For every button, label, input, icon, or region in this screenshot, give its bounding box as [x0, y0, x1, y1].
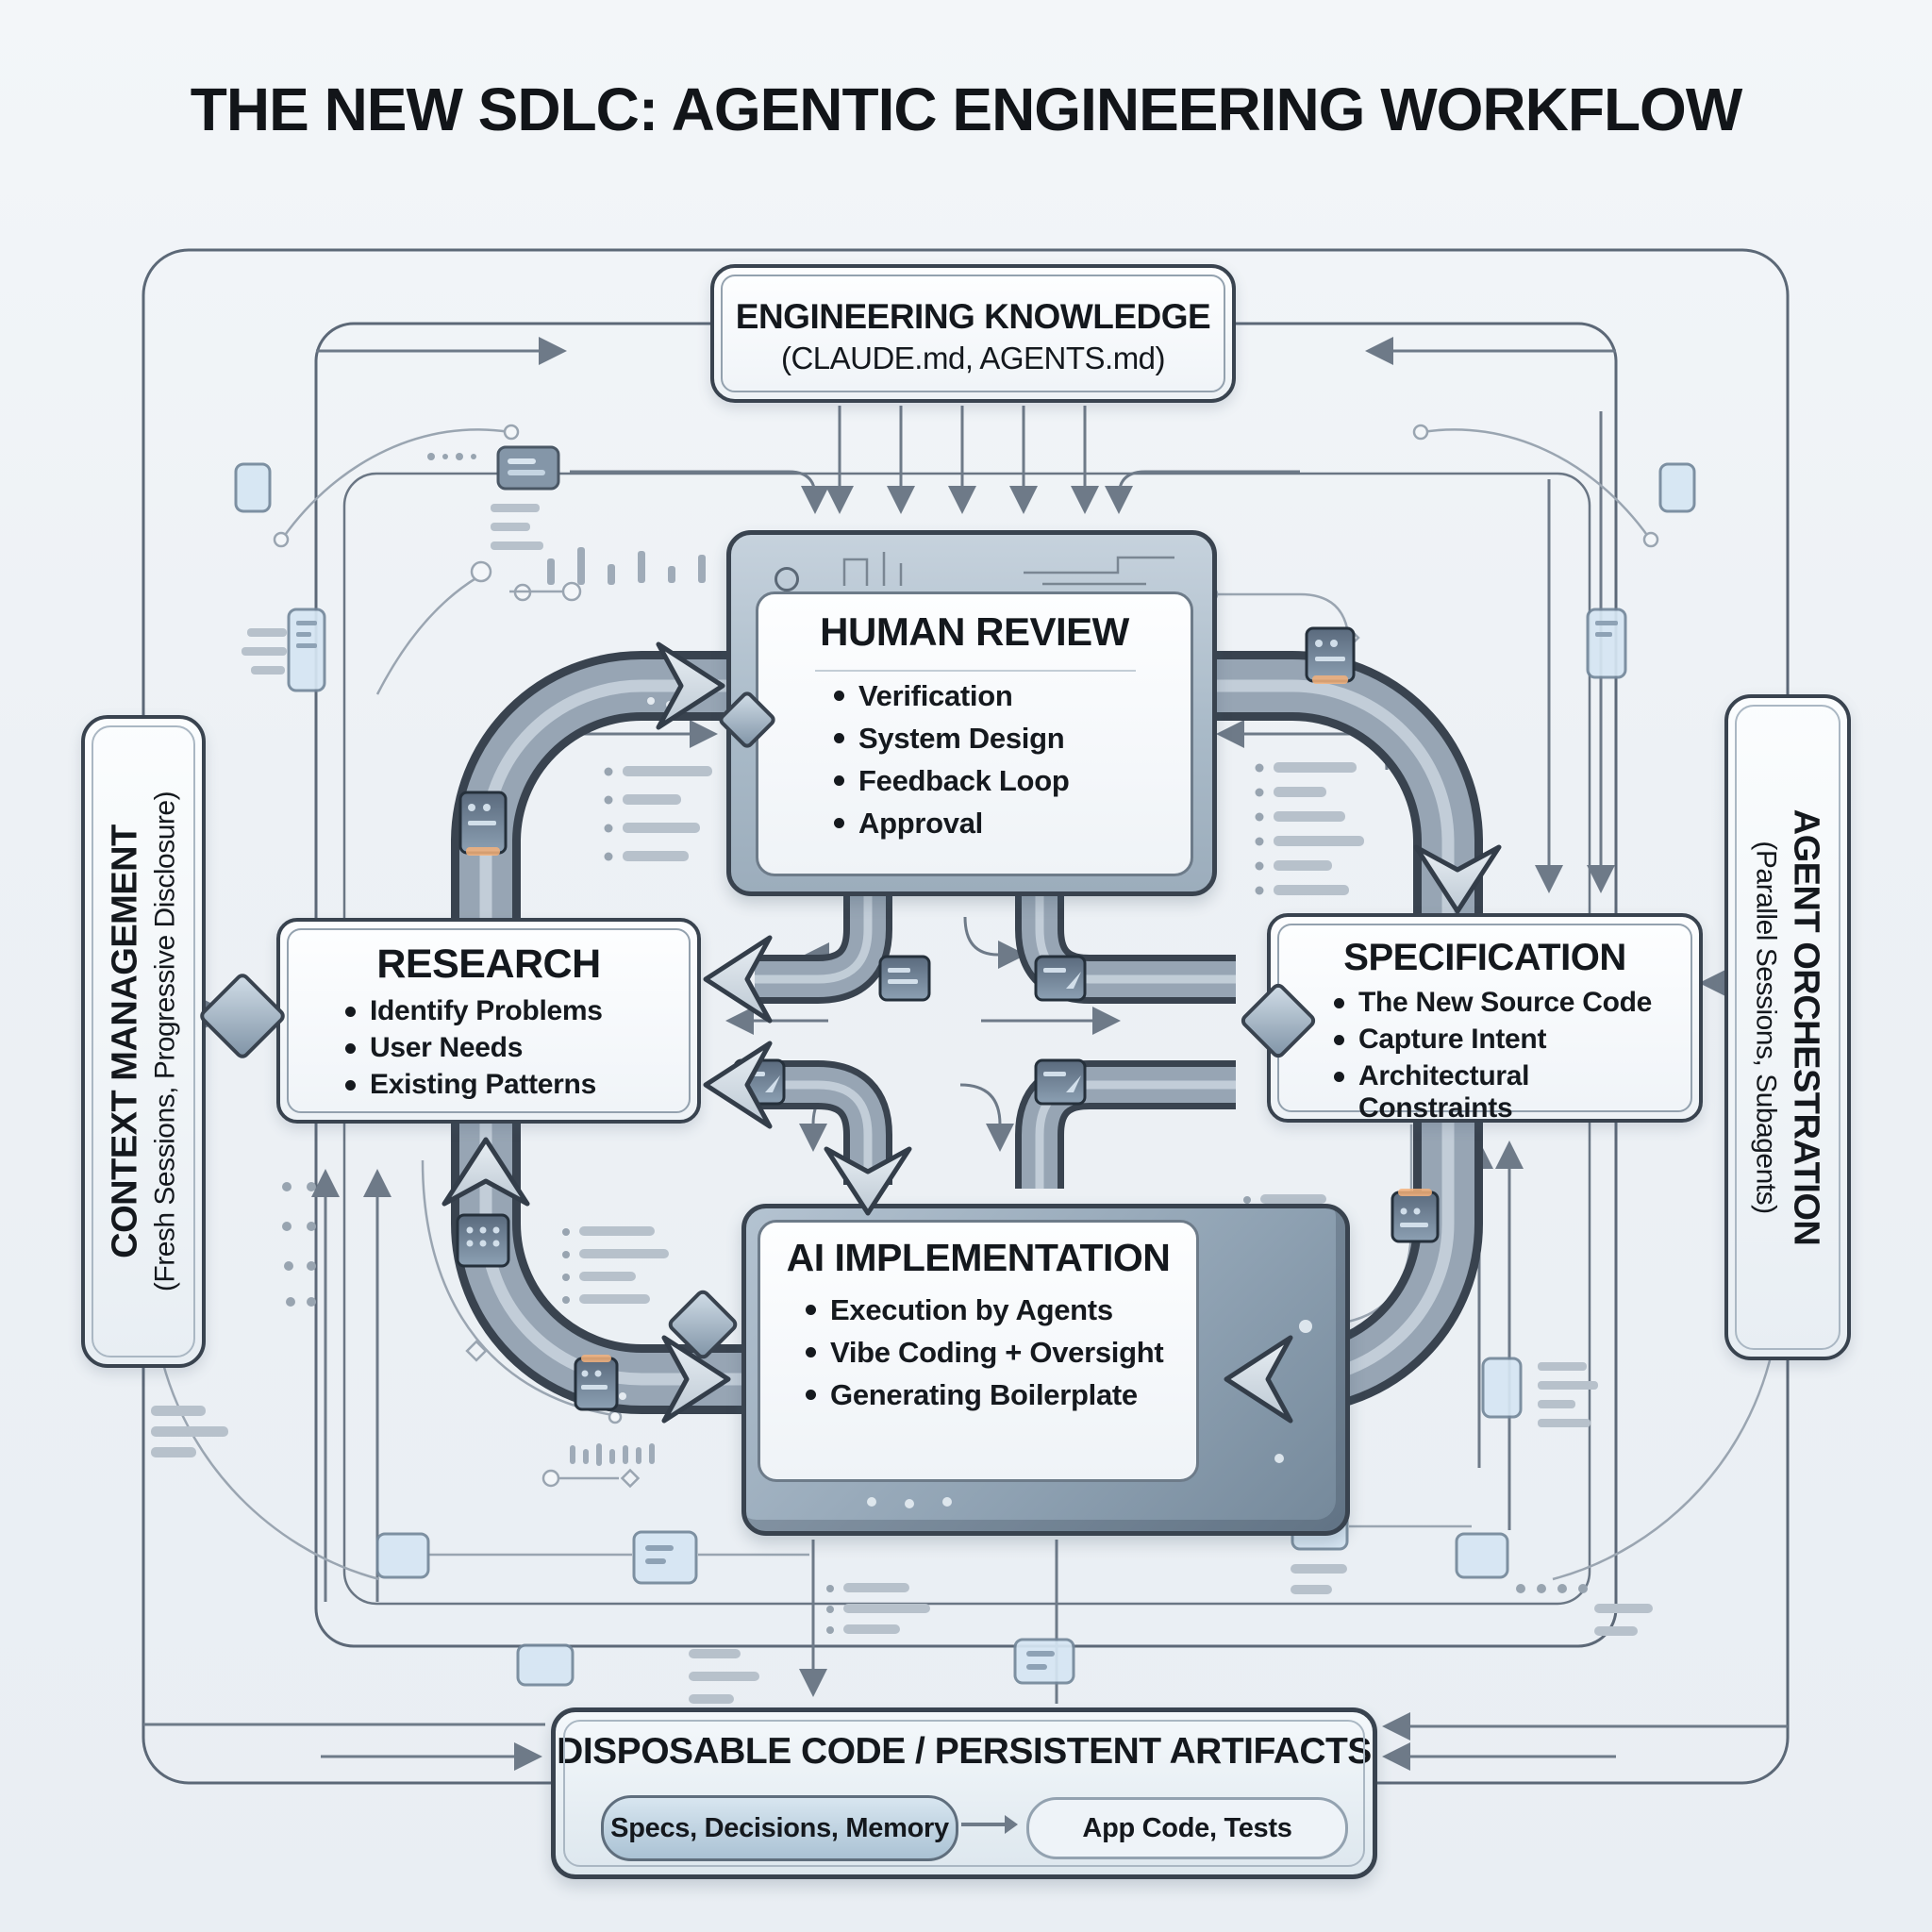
list-item: Verification	[834, 679, 1191, 713]
specification-title: SPECIFICATION	[1343, 937, 1626, 978]
list-item: Capture Intent	[1334, 1024, 1690, 1056]
list-item: Execution by Agents	[806, 1293, 1196, 1327]
engineering-knowledge-box: ENGINEERING KNOWLEDGE (CLAUDE.md, AGENTS…	[710, 264, 1236, 403]
frame-dot-icon	[942, 1497, 952, 1507]
human-review-panel: HUMAN REVIEW Verification System Design …	[756, 591, 1193, 876]
context-management-subtitle: (Fresh Sessions, Progressive Disclosure)	[149, 791, 181, 1292]
research-inner: RESEARCH Identify Problems User Needs Ex…	[287, 928, 691, 1113]
app-code-pill-label: App Code, Tests	[1082, 1812, 1292, 1843]
list-item: The New Source Code	[1334, 987, 1690, 1019]
agent-orchestration-title: AGENT ORCHESTRATION	[1786, 808, 1826, 1246]
glass-chips	[234, 462, 1696, 1687]
research-bullets: Identify Problems User Needs Existing Pa…	[289, 995, 689, 1101]
circuit-etching-icon	[842, 552, 1174, 586]
context-management-title: CONTEXT MANAGEMENT	[105, 824, 145, 1258]
agent-orchestration-banner: AGENT ORCHESTRATION (Parallel Sessions, …	[1724, 694, 1851, 1360]
list-item: Architectural Constraints	[1334, 1060, 1690, 1124]
specs-decisions-memory-pill: Specs, Decisions, Memory	[601, 1795, 958, 1861]
engineering-knowledge-title: ENGINEERING KNOWLEDGE	[735, 297, 1211, 336]
specification-inner: SPECIFICATION The New Source Code Captur…	[1277, 924, 1692, 1124]
human-review-frame: HUMAN REVIEW Verification System Design …	[726, 530, 1217, 896]
list-item: User Needs	[345, 1032, 689, 1064]
list-item: System Design	[834, 722, 1191, 756]
artifacts-title: DISPOSABLE CODE / PERSISTENT ARTIFACTS	[557, 1731, 1372, 1772]
list-item: Existing Patterns	[345, 1069, 689, 1101]
research-title: RESEARCH	[376, 941, 601, 987]
context-management-text: CONTEXT MANAGEMENT (Fresh Sessions, Prog…	[106, 730, 182, 1353]
app-code-tests-pill: App Code, Tests	[1026, 1797, 1348, 1859]
agent-orchestration-text: AGENT ORCHESTRATION (Parallel Sessions, …	[1750, 716, 1826, 1339]
ai-implementation-bullets: Execution by Agents Vibe Coding + Oversi…	[760, 1293, 1196, 1412]
research-box: RESEARCH Identify Problems User Needs Ex…	[276, 918, 701, 1124]
list-item: Feedback Loop	[834, 764, 1191, 798]
list-item: Identify Problems	[345, 995, 689, 1027]
frame-dot-icon	[905, 1499, 914, 1508]
banner-inner-line	[92, 725, 195, 1357]
divider	[815, 670, 1136, 672]
specs-pill-label: Specs, Decisions, Memory	[610, 1812, 949, 1843]
frame-dot-icon	[867, 1497, 876, 1507]
banner-inner-line	[563, 1720, 1365, 1867]
human-review-title: HUMAN REVIEW	[820, 609, 1129, 654]
context-management-banner: CONTEXT MANAGEMENT (Fresh Sessions, Prog…	[81, 715, 206, 1368]
ai-implementation-panel: AI IMPLEMENTATION Execution by Agents Vi…	[758, 1220, 1199, 1482]
agent-orchestration-subtitle: (Parallel Sessions, Subagents)	[1750, 841, 1782, 1214]
specification-bullets: The New Source Code Capture Intent Archi…	[1279, 987, 1690, 1124]
frame-dot-icon	[1299, 1320, 1312, 1333]
thin-flow-arrows	[143, 337, 1788, 1771]
arrow-right-icon	[961, 1815, 1018, 1834]
list-item: Vibe Coding + Oversight	[806, 1336, 1196, 1370]
human-review-bullets: Verification System Design Feedback Loop…	[758, 679, 1191, 841]
screw-icon	[774, 567, 799, 591]
ai-implementation-title: AI IMPLEMENTATION	[786, 1236, 1171, 1279]
ai-implementation-frame: AI IMPLEMENTATION Execution by Agents Vi…	[741, 1204, 1350, 1536]
list-item: Generating Boilerplate	[806, 1378, 1196, 1412]
engineering-knowledge-subtitle: (CLAUDE.md, AGENTS.md)	[780, 341, 1166, 375]
engineering-knowledge-inner: ENGINEERING KNOWLEDGE (CLAUDE.md, AGENTS…	[721, 275, 1225, 392]
page-title: THE NEW SDLC: AGENTIC ENGINEERING WORKFL…	[190, 75, 1742, 143]
center-pipes	[755, 887, 1236, 1189]
chip-glow	[466, 675, 1432, 1362]
standalone-chips	[234, 341, 1696, 1687]
specification-box: SPECIFICATION The New Source Code Captur…	[1267, 913, 1703, 1124]
list-item: Approval	[834, 807, 1191, 841]
banner-inner-line	[1735, 705, 1840, 1350]
tick-marks	[547, 547, 706, 1466]
artifacts-banner: DISPOSABLE CODE / PERSISTENT ARTIFACTS S…	[551, 1707, 1377, 1879]
frame-dot-icon	[1274, 1454, 1284, 1463]
